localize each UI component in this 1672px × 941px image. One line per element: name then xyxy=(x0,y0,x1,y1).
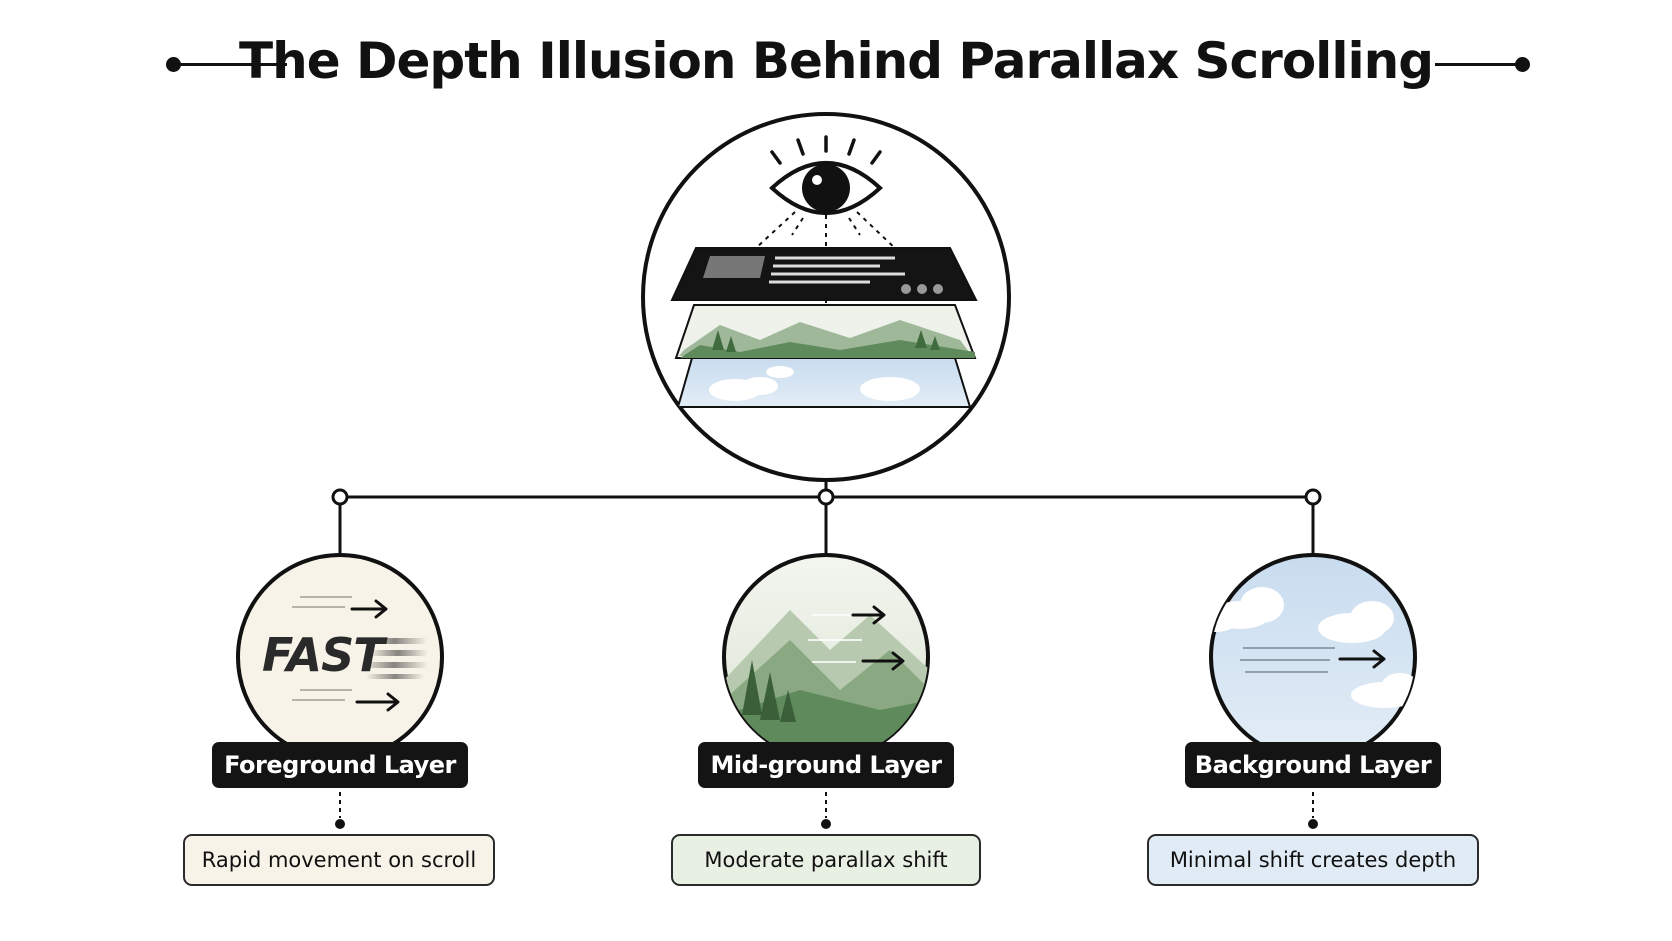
mid-ground-layer-label: Mid-ground Layer xyxy=(698,742,954,788)
background-description: Minimal shift creates depth xyxy=(1147,834,1479,886)
eye-over-stacked-layers-icon xyxy=(641,112,1011,482)
title-left-rule xyxy=(172,63,287,66)
description-connectors xyxy=(339,792,1314,818)
title-right-rule xyxy=(1435,63,1525,66)
foreground-layer-label: Foreground Layer xyxy=(212,742,468,788)
foreground-description: Rapid movement on scroll xyxy=(183,834,495,886)
connector-tree xyxy=(331,480,1322,555)
fast-motion-icon xyxy=(236,553,444,761)
mountain-forest-icon xyxy=(722,553,930,761)
fast-text-icon: FAST xyxy=(262,628,385,682)
title-right-dot xyxy=(1515,57,1530,72)
sky-clouds-icon xyxy=(1209,553,1417,761)
diagram-title: The Depth Illusion Behind Parallax Scrol… xyxy=(239,32,1434,90)
mid-ground-description: Moderate parallax shift xyxy=(671,834,981,886)
title-row: The Depth Illusion Behind Parallax Scrol… xyxy=(0,24,1672,104)
background-layer-label: Background Layer xyxy=(1185,742,1441,788)
